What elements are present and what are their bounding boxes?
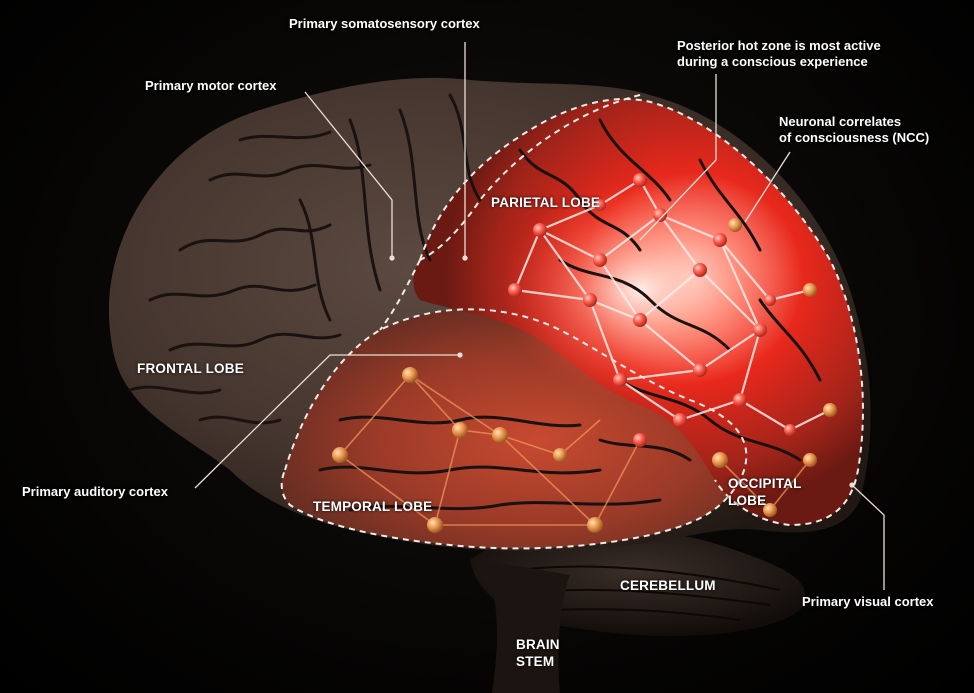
ncc-node (673, 413, 687, 427)
label-occipital-lobe-line1: OCCIPITAL (728, 476, 802, 493)
ncc-node (803, 283, 817, 297)
ncc-node (633, 313, 647, 327)
ncc-node (653, 208, 667, 222)
label-parietal-lobe: PARIETAL LOBE (491, 195, 600, 212)
ncc-node (764, 294, 776, 306)
ncc-node (633, 173, 647, 187)
ncc-node (823, 403, 837, 417)
label-primary-visual-cortex: Primary visual cortex (802, 594, 934, 610)
leader-motor-dot (390, 256, 394, 260)
label-brain-stem: BRAIN STEM (516, 637, 560, 671)
temporal-node (553, 448, 567, 462)
label-temporal-lobe: TEMPORAL LOBE (313, 499, 432, 516)
temporal-node (452, 422, 468, 438)
label-occipital-lobe: OCCIPITAL LOBE (728, 476, 802, 510)
leader-auditory-dot (458, 353, 462, 357)
temporal-node (402, 367, 418, 383)
leader-visual-dot (850, 483, 854, 487)
label-primary-somatosensory-cortex: Primary somatosensory cortex (289, 16, 480, 32)
temporal-node (587, 517, 603, 533)
temporal-node (427, 517, 443, 533)
temporal-node (803, 453, 817, 467)
brain-stem-shape (480, 560, 570, 693)
ncc-node (784, 424, 796, 436)
ncc-node (693, 363, 707, 377)
ncc-node (753, 323, 767, 337)
label-frontal-lobe: FRONTAL LOBE (137, 361, 244, 378)
label-posterior-hot-zone-line2: during a conscious experience (677, 54, 881, 70)
leader-somatosensory-dot (463, 256, 467, 260)
ncc-node (583, 293, 597, 307)
label-cerebellum: CEREBELLUM (620, 578, 716, 595)
ncc-node (728, 218, 742, 232)
temporal-node (633, 433, 647, 447)
label-brain-stem-line2: STEM (516, 654, 560, 671)
label-ncc: Neuronal correlates of consciousness (NC… (779, 114, 929, 147)
ncc-node (508, 283, 522, 297)
ncc-node (593, 253, 607, 267)
label-occipital-lobe-line2: LOBE (728, 493, 802, 510)
temporal-node (492, 427, 508, 443)
temporal-node (332, 447, 348, 463)
label-primary-motor-cortex: Primary motor cortex (145, 78, 277, 94)
label-ncc-line1: Neuronal correlates (779, 114, 929, 130)
label-primary-auditory-cortex: Primary auditory cortex (22, 484, 168, 500)
temporal-node (712, 452, 728, 468)
ncc-node (613, 373, 627, 387)
ncc-node (713, 233, 727, 247)
label-brain-stem-line1: BRAIN (516, 637, 560, 654)
label-posterior-hot-zone-line1: Posterior hot zone is most active (677, 38, 881, 54)
ncc-node (693, 263, 707, 277)
ncc-node (733, 393, 747, 407)
label-posterior-hot-zone: Posterior hot zone is most active during… (677, 38, 881, 71)
ncc-node (533, 223, 547, 237)
label-ncc-line2: of consciousness (NCC) (779, 130, 929, 146)
